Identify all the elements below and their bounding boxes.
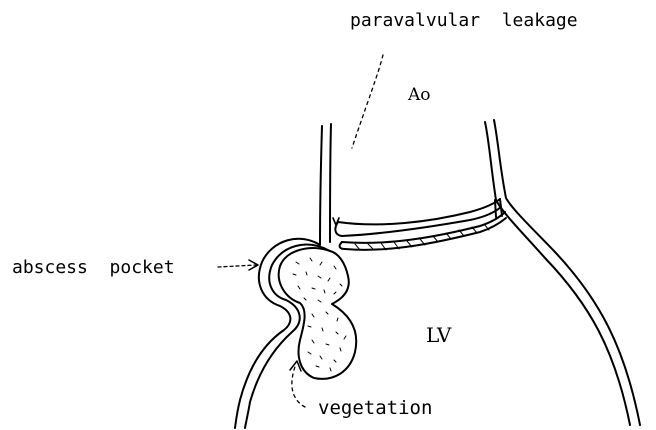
vegetation-outline bbox=[279, 248, 357, 379]
aortic-wall-right bbox=[485, 120, 640, 425]
leader-paravalvular bbox=[352, 55, 383, 148]
valve-edge-mark bbox=[333, 218, 339, 225]
label-abscess-pocket: abscess pocket bbox=[12, 259, 175, 277]
label-left-ventricle: LV bbox=[426, 325, 451, 345]
leader-abscess bbox=[218, 265, 256, 267]
prosthetic-valve bbox=[335, 199, 506, 250]
label-aorta: Ao bbox=[408, 87, 431, 104]
label-paravalvular-leakage: paravalvular leakage bbox=[350, 12, 578, 30]
label-vegetation: vegetation bbox=[318, 399, 432, 418]
vegetation-texture bbox=[293, 258, 346, 371]
abscess-wall bbox=[235, 239, 330, 428]
aortic-wall-left bbox=[320, 124, 331, 245]
